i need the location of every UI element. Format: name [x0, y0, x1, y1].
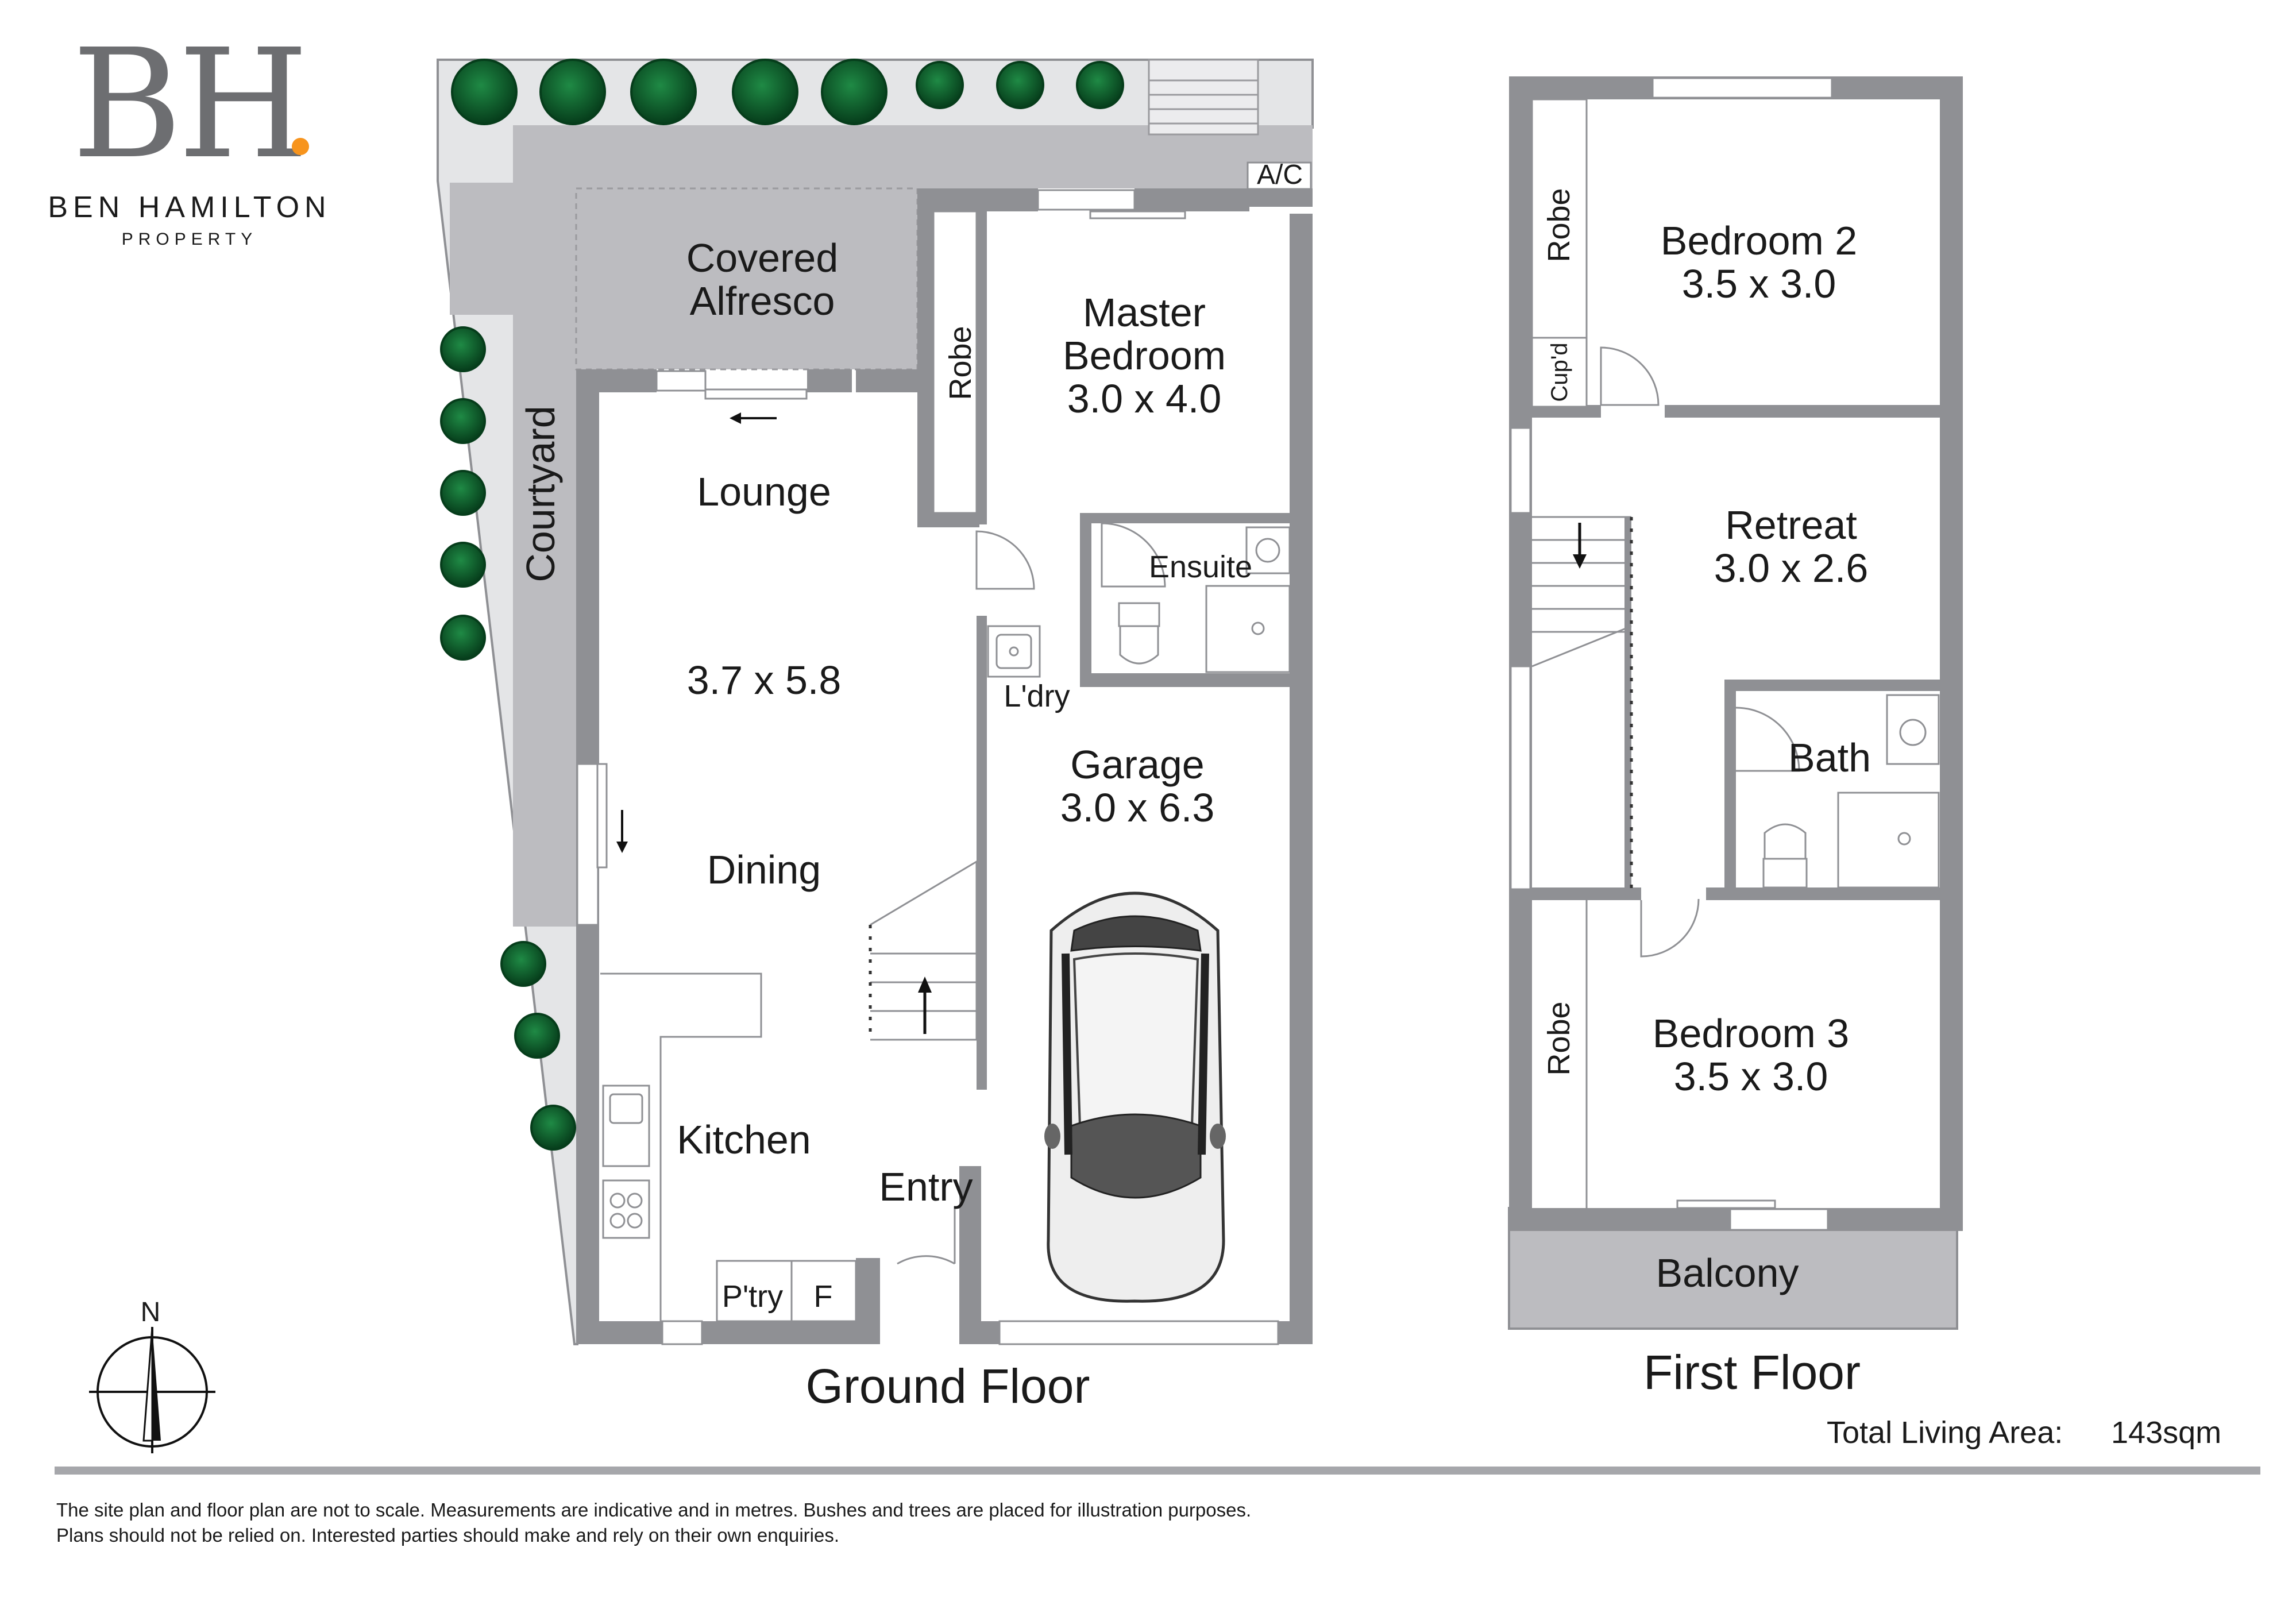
brand-accent-dot — [292, 138, 309, 155]
stairs-down-arrow-head — [1573, 554, 1587, 569]
alfresco-label-1: Covered — [686, 236, 839, 280]
first-windows — [1510, 77, 1833, 1231]
first-walls — [1509, 76, 1963, 1231]
tree-icon — [732, 59, 798, 125]
cupboard-label: Cup'd — [1547, 342, 1572, 402]
tree-icon — [539, 59, 606, 125]
ensuite-label: Ensuite — [1149, 550, 1252, 584]
lounge-slider-arrow-head — [730, 412, 741, 424]
total-area-label: Total Living Area: — [1827, 1415, 2063, 1450]
brand-logo: BH BEN HAMILTON PROPERTY — [48, 17, 331, 249]
total-area-value: 143sqm — [2111, 1415, 2221, 1450]
lounge-size: 3.7 x 5.8 — [687, 658, 842, 703]
ac-unit — [1247, 161, 1312, 190]
retreat-label: Retreat — [1725, 503, 1857, 547]
balcony-label: Balcony — [1656, 1251, 1799, 1295]
lounge-label: Lounge — [697, 469, 831, 514]
north-compass: N — [89, 1297, 215, 1453]
ac-label: A/C — [1257, 160, 1303, 190]
compass-needle-right — [152, 1327, 161, 1441]
paving-strip — [513, 125, 1313, 188]
car-illustration — [1044, 892, 1226, 1303]
kitchen-label: Kitchen — [677, 1117, 811, 1162]
compass-needle-left — [142, 1326, 153, 1442]
first-stairs — [1531, 516, 1633, 890]
laundry-label: L'dry — [1004, 679, 1070, 713]
garage-label: Garage — [1070, 742, 1204, 787]
bed2-size: 3.5 x 3.0 — [1682, 261, 1836, 306]
tree-icon — [440, 470, 486, 516]
side-paving — [450, 183, 513, 315]
tree-icon — [630, 59, 697, 125]
tree-icon — [500, 941, 546, 987]
master-robe-label: Robe — [943, 326, 978, 400]
ground-trees — [440, 59, 1124, 1151]
master-label-1: Master — [1083, 290, 1206, 335]
footer-divider — [55, 1467, 2260, 1475]
tree-icon — [1076, 61, 1124, 109]
disclaimer-line-2: Plans should not be relied on. Intereste… — [56, 1525, 839, 1546]
tree-icon — [451, 59, 518, 125]
fridge-label: F — [814, 1279, 833, 1314]
stairs-up-arrow-head — [918, 977, 932, 993]
first-floor-title: First Floor — [1643, 1345, 1861, 1399]
alfresco-label-2: Alfresco — [690, 279, 835, 323]
tree-icon — [440, 398, 486, 444]
ground-floor-title: Ground Floor — [806, 1359, 1090, 1413]
tree-icon — [530, 1105, 576, 1151]
tree-icon — [440, 326, 486, 372]
garage-size: 3.0 x 6.3 — [1060, 785, 1215, 830]
bed2-robe — [1531, 98, 1588, 408]
disclaimer-line-1: The site plan and floor plan are not to … — [56, 1499, 1251, 1521]
pantry-label: P'try — [722, 1279, 783, 1314]
bath-label: Bath — [1788, 735, 1871, 780]
brand-name: BEN HAMILTON — [48, 191, 331, 224]
master-size: 3.0 x 4.0 — [1067, 376, 1222, 421]
tree-icon — [916, 61, 964, 109]
tree-icon — [440, 615, 486, 661]
first-floor-plan: Robe Cup'd Bedroom 2 3.5 x 3.0 Retreat 3… — [1508, 76, 1963, 1399]
courtyard-label: Courtyard — [518, 406, 563, 582]
dining-slider-arrow-head — [616, 842, 628, 853]
laundry-tub — [987, 625, 1041, 678]
bed3-robe-label: Robe — [1542, 1001, 1576, 1075]
tree-icon — [514, 1013, 560, 1059]
master-label-2: Bedroom — [1063, 333, 1226, 378]
ground-windows — [576, 189, 1313, 1345]
bed2-label: Bedroom 2 — [1661, 218, 1857, 263]
bed3-label: Bedroom 3 — [1653, 1011, 1849, 1056]
dining-label: Dining — [707, 847, 821, 892]
retreat-size: 3.0 x 2.6 — [1714, 546, 1869, 591]
tree-icon — [996, 61, 1044, 109]
brand-monogram: BH — [72, 17, 304, 192]
master-robe — [932, 210, 978, 514]
entry-label: Entry — [879, 1164, 973, 1209]
ground-doors — [897, 522, 1166, 1265]
compass-north-label: N — [141, 1297, 161, 1328]
ensuite-fixtures — [1118, 526, 1291, 673]
bed3-size: 3.5 x 3.0 — [1674, 1054, 1828, 1099]
ground-floor-plan: A/C — [437, 59, 1314, 1413]
first-doors — [1600, 346, 1800, 958]
tree-icon — [440, 542, 486, 588]
entry-steps — [1148, 59, 1259, 136]
tree-icon — [821, 59, 887, 125]
covered-alfresco-area — [576, 188, 917, 369]
kitchen-benches — [600, 973, 857, 1322]
first-interior — [1531, 98, 1940, 1209]
bath-fixtures — [1762, 694, 1940, 889]
bed2-robe-label: Robe — [1542, 188, 1576, 262]
alfresco-roofline — [575, 187, 919, 371]
brand-tagline: PROPERTY — [122, 230, 258, 249]
